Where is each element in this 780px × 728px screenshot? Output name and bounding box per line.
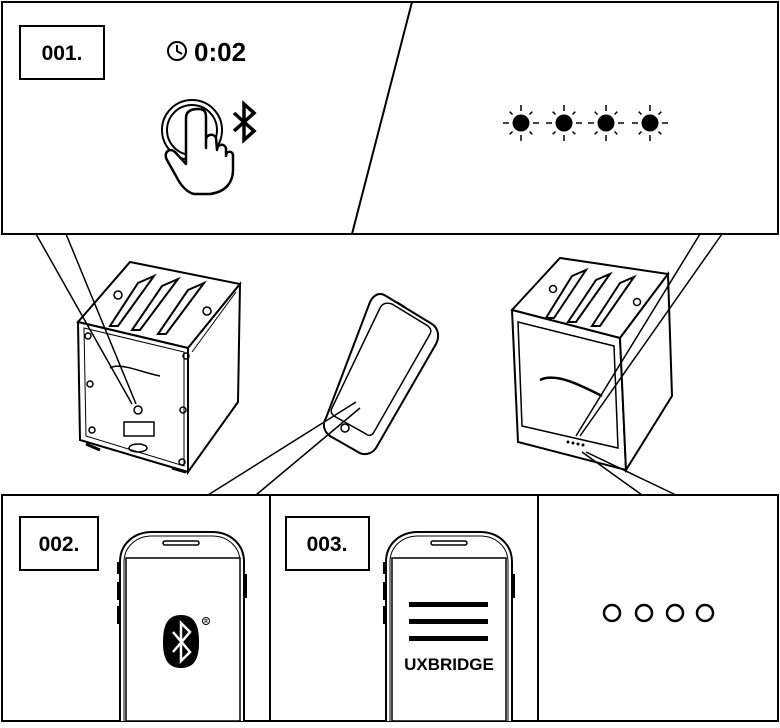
step-1-label-box: 001. — [19, 25, 105, 80]
phone-bluetooth-settings: R — [117, 531, 247, 722]
speaker-back — [76, 260, 242, 476]
led-off-icon — [634, 603, 654, 623]
registered-icon: R — [202, 617, 210, 625]
led-off-icon — [602, 603, 622, 623]
step-2-label-box: 002. — [19, 516, 99, 571]
step-1-label: 001. — [42, 42, 83, 65]
bluetooth-icon — [232, 100, 257, 144]
led-row-off — [602, 603, 715, 623]
timer: 0:02 — [167, 37, 246, 67]
top-panel — [1, 1, 779, 235]
app-name: UXBRIDGE — [404, 655, 494, 674]
panel-divider — [351, 1, 413, 235]
led-off-icon — [695, 603, 715, 623]
step-2-label: 002. — [39, 533, 80, 556]
step-3-label-box: 003. — [285, 516, 370, 571]
speaker-front — [510, 256, 674, 474]
timer-value: 0:02 — [194, 37, 246, 67]
bluetooth-icon — [163, 615, 199, 668]
phone-uxbridge-app: UXBRIDGE — [383, 531, 515, 722]
phone-icon — [322, 293, 440, 456]
led-blinking-icon — [632, 105, 668, 141]
hand-press-icon — [161, 99, 235, 196]
led-blinking-icon — [546, 105, 582, 141]
menu-lines-icon — [409, 602, 488, 641]
led-blinking-icon — [588, 105, 624, 141]
svg-text:R: R — [204, 619, 208, 625]
clock-icon — [167, 41, 187, 61]
callout-lines — [35, 233, 723, 496]
led-off-icon — [665, 603, 685, 623]
step-3-label: 003. — [307, 533, 348, 556]
led-blinking-icon — [503, 105, 539, 141]
led-row-blinking — [503, 105, 668, 141]
